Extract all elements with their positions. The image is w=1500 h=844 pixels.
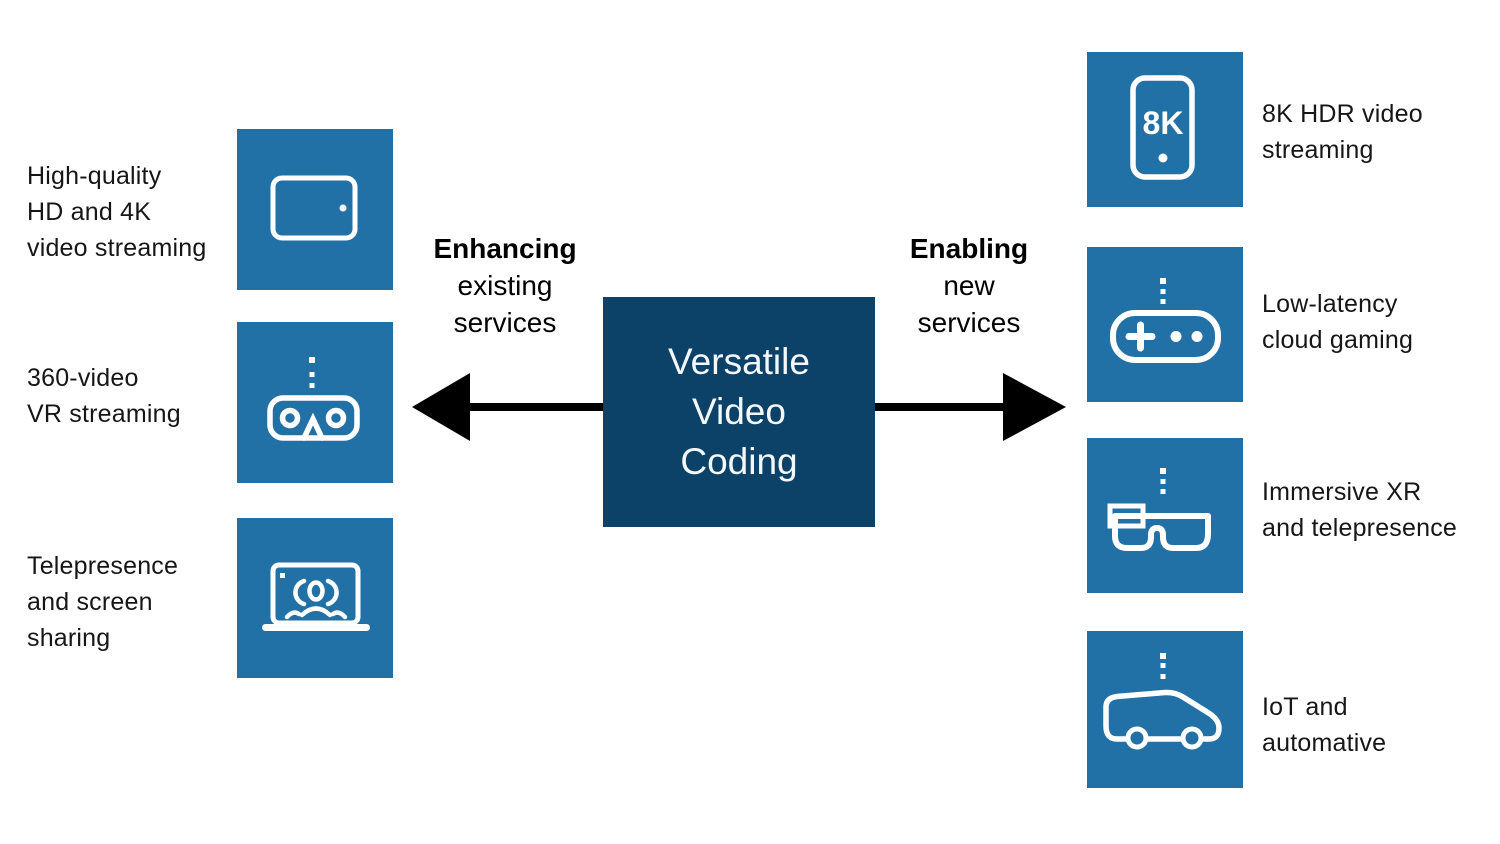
label-line: Telepresence: [27, 552, 179, 580]
label-iot-automotive: IoT and automative: [1262, 689, 1386, 761]
label-cloud-gaming: Low-latency cloud gaming: [1262, 286, 1413, 358]
car-icon: [1103, 653, 1222, 750]
tile-8k-hdr: 8K: [1087, 52, 1243, 207]
tablet-icon: [270, 175, 358, 241]
label-immersive-xr: Immersive XR and telepresence: [1262, 474, 1457, 546]
phone-8k-icon: 8K: [1130, 75, 1195, 180]
tile-cloud-gaming: [1087, 247, 1243, 402]
enabling-label: Enabling new services: [859, 230, 1079, 341]
label-8k-hdr-streaming: 8K HDR video streaming: [1262, 96, 1423, 168]
label-line: 360-video: [27, 364, 139, 392]
enabling-label-bold: Enabling: [909, 233, 1029, 264]
label-line: video streaming: [27, 234, 207, 262]
enabling-label-line3: services: [917, 307, 1021, 338]
label-line: Immersive XR: [1262, 478, 1422, 506]
enhancing-label: Enhancing existing services: [395, 230, 615, 341]
label-line: automative: [1262, 729, 1387, 757]
enabling-label-line2: new: [943, 270, 995, 301]
label-line: IoT and: [1262, 693, 1348, 721]
xr-glasses-icon: [1107, 468, 1211, 551]
label-telepresence-sharing: Telepresence and screen sharing: [27, 548, 178, 656]
right-arrow: [870, 373, 1066, 441]
label-line: 8K HDR video: [1262, 100, 1423, 128]
game-controller-icon: [1110, 278, 1221, 363]
vvc-center-box: Versatile Video Coding: [603, 297, 875, 527]
tile-telepresence: [237, 518, 393, 678]
tile-360-vr: [237, 322, 393, 483]
label-line: and telepresence: [1262, 514, 1458, 542]
tile-immersive-xr: [1087, 438, 1243, 593]
tile-iot-automotive: [1087, 631, 1243, 788]
vvc-title-line1: Versatile: [668, 341, 810, 382]
label-line: High-quality: [27, 162, 162, 190]
vr-headset-icon: [267, 357, 360, 441]
label-line: sharing: [27, 624, 111, 652]
label-line: VR streaming: [27, 400, 181, 428]
label-line: cloud gaming: [1262, 326, 1414, 354]
label-line: HD and 4K: [27, 198, 152, 226]
enhancing-label-bold: Enhancing: [433, 233, 577, 264]
enhancing-label-line3: services: [453, 307, 557, 338]
laptop-telepresence-icon: [262, 562, 370, 631]
vvc-title-line3: Coding: [680, 441, 798, 482]
label-hd-4k-streaming: High-quality HD and 4K video streaming: [27, 158, 206, 266]
label-line: Low-latency: [1262, 290, 1398, 318]
label-line: streaming: [1262, 136, 1374, 164]
enhancing-label-line2: existing: [457, 270, 553, 301]
tile-hd-4k: [237, 129, 393, 290]
label-line: and screen: [27, 588, 153, 616]
phone-8k-badge: 8K: [1143, 105, 1184, 141]
vvc-title-line2: Video: [692, 391, 786, 432]
vvc-title: Versatile Video Coding: [668, 337, 810, 487]
label-360-vr-streaming: 360-video VR streaming: [27, 360, 181, 432]
left-arrow: [412, 373, 608, 441]
